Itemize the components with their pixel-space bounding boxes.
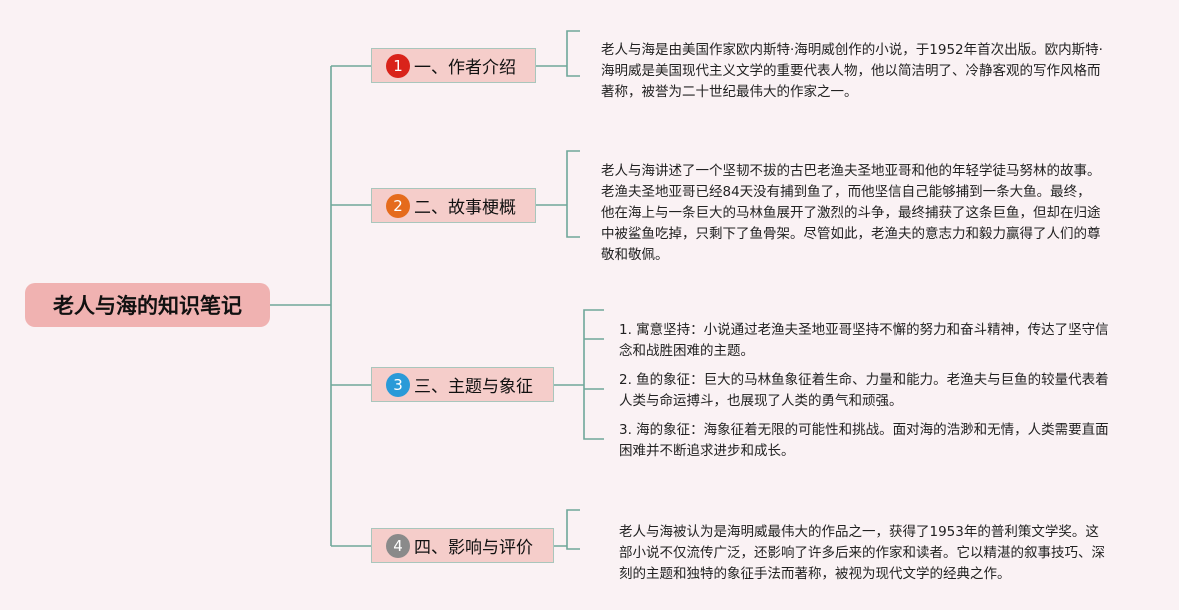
theme-item: 2. 鱼的象征：巨大的马林鱼象征着生命、力量和能力。老渔夫与巨鱼的较量代表着人类… xyxy=(619,372,1109,409)
theme-item: 1. 寓意坚持：小说通过老渔夫圣地亚哥坚持不懈的努力和奋斗精神，传达了坚守信念和… xyxy=(619,322,1109,359)
root-topic[interactable]: 老人与海的知识笔记 xyxy=(25,283,270,327)
themes-list: 1. 寓意坚持：小说通过老渔夫圣地亚哥坚持不懈的努力和奋斗精神，传达了坚守信念和… xyxy=(619,320,1111,470)
topic-themes-symbols[interactable]: 3 三、主题与象征 xyxy=(371,367,554,402)
theme-item: 3. 海的象征：海象征着无限的可能性和挑战。面对海的浩渺和无情，人类需要直面困难… xyxy=(619,422,1109,459)
topic-label: 二、故事梗概 xyxy=(414,198,516,218)
influence-text: 老人与海被认为是海明威最伟大的作品之一，获得了1953年的普利策文学奖。这部小说… xyxy=(619,524,1105,582)
number-badge-icon: 1 xyxy=(386,53,410,78)
topic-author-intro[interactable]: 1 一、作者介绍 xyxy=(371,48,536,83)
topic-influence-evaluation[interactable]: 4 四、影响与评价 xyxy=(371,528,554,563)
number-badge-icon: 3 xyxy=(386,372,410,397)
topic-story-summary[interactable]: 2 二、故事梗概 xyxy=(371,188,536,223)
number-badge-icon: 4 xyxy=(386,533,410,558)
story-summary-text: 老人与海讲述了一个坚韧不拔的古巴老渔夫圣地亚哥和他的年轻学徒马努林的故事。老渔夫… xyxy=(601,163,1101,263)
number-badge-icon: 2 xyxy=(386,193,410,218)
topic-label: 三、主题与象征 xyxy=(414,377,533,397)
author-intro-text: 老人与海是由美国作家欧内斯特·海明威创作的小说，于1952年首次出版。欧内斯特·… xyxy=(601,42,1103,100)
topic-label: 一、作者介绍 xyxy=(414,58,516,78)
topic-label: 四、影响与评价 xyxy=(414,538,533,558)
